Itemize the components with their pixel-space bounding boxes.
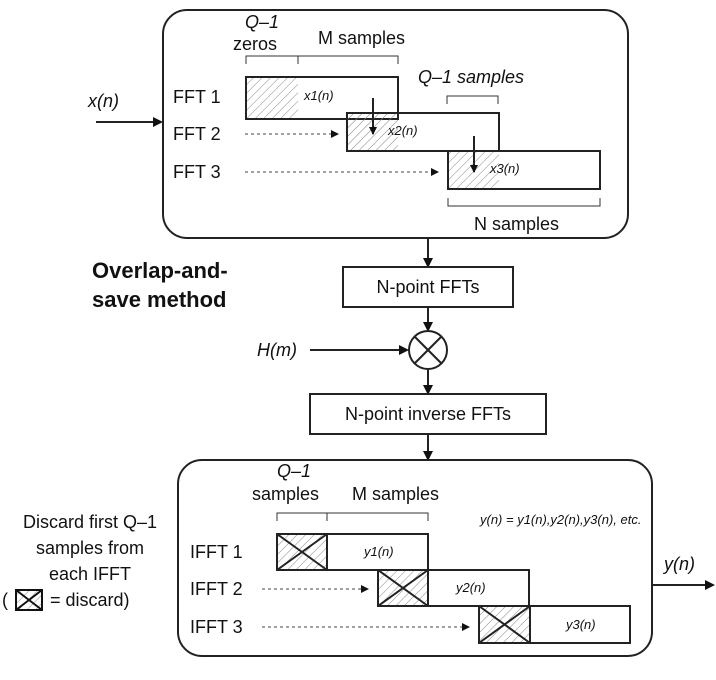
ifft1-segment: y1(n) — [363, 544, 394, 559]
ifft1-discard-x-b — [276, 533, 328, 571]
fft1-zero-region — [246, 77, 298, 119]
out-discard-bracket — [276, 512, 328, 521]
out-q-minus-1-label: Q–1 — [277, 461, 311, 481]
multiplier-cross-b — [414, 336, 442, 364]
fft-box-label: N-point FFTs — [376, 277, 479, 297]
ifft1-block — [276, 533, 429, 571]
discard-note-line3: each IFFT — [49, 564, 131, 584]
ifft2-discard-x-b — [377, 569, 429, 607]
method-title-line2: save method — [92, 287, 227, 312]
out-m-samples-label: M samples — [352, 484, 439, 504]
ifft3-block — [478, 605, 631, 644]
ifft3-segment: y3(n) — [565, 617, 596, 632]
ifft2-label: IFFT 2 — [190, 579, 243, 599]
m-samples-label: M samples — [318, 28, 405, 48]
y-output-label: y(n) — [662, 554, 695, 574]
out-samples-label: samples — [252, 484, 319, 504]
discard-note-line2: samples from — [36, 538, 144, 558]
h-m-label: H(m) — [257, 340, 297, 360]
ifft-box-label: N-point inverse FFTs — [345, 404, 511, 424]
ifft2-segment: y2(n) — [455, 580, 486, 595]
fft3-label: FFT 3 — [173, 162, 221, 182]
out-m-bracket — [326, 512, 429, 521]
discard-note-paren: ( — [2, 590, 8, 610]
discard-note-line1: Discard first Q–1 — [23, 512, 157, 532]
m-samples-bracket — [297, 55, 399, 64]
fft1-block — [245, 76, 399, 120]
fft1-label: FFT 1 — [173, 87, 221, 107]
x-input-label: x(n) — [87, 91, 119, 111]
overlap-label: Q–1 samples — [418, 67, 524, 87]
fft1-segment: x1(n) — [303, 88, 334, 103]
ifft3-discard-x-b — [478, 605, 531, 644]
overlap-bracket — [446, 95, 499, 104]
n-samples-label: N samples — [474, 214, 559, 234]
ifft2-block — [377, 569, 530, 607]
output-equation: y(n) = y1(n),y2(n),y3(n), etc. — [479, 512, 641, 527]
ifft1-label: IFFT 1 — [190, 542, 243, 562]
n-samples-bracket — [447, 198, 601, 207]
discard-note-suffix: = discard) — [50, 590, 130, 610]
zeros-bracket — [245, 55, 299, 64]
discard-legend-icon — [15, 589, 43, 611]
q-minus-1-label: Q–1 — [245, 12, 279, 32]
zeros-label: zeros — [233, 34, 277, 54]
ifft3-label: IFFT 3 — [190, 617, 243, 637]
fft3-block — [447, 150, 601, 190]
method-title-line1: Overlap-and- — [92, 258, 228, 283]
fft2-segment: x2(n) — [387, 123, 418, 138]
fft2-block — [346, 112, 500, 152]
input-panel — [162, 9, 629, 239]
fft3-segment: x3(n) — [489, 161, 520, 176]
output-panel — [177, 459, 653, 657]
fft2-label: FFT 2 — [173, 124, 221, 144]
